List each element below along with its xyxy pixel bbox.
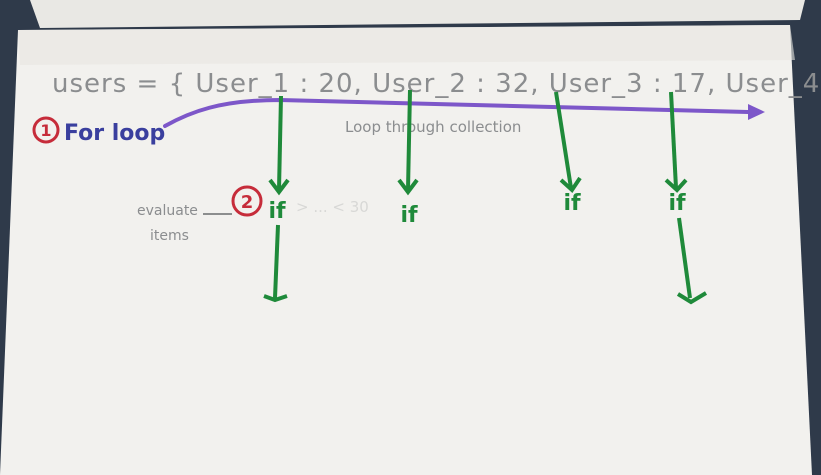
faint-condition: > ... < 30 (296, 198, 369, 216)
step2-number: 2 (241, 192, 254, 213)
evaluation-arrow-1 (263, 95, 290, 303)
if-label-2: if (400, 203, 418, 228)
paper-shadow (18, 25, 795, 65)
if-label-3: if (563, 191, 581, 216)
collection-expression: users = { User_1 : 20, User_2 : 32, User… (52, 69, 821, 99)
if-label-1: if (268, 199, 286, 224)
step1-badge: 1 (32, 116, 60, 144)
evaluation-arrow-3 (554, 91, 582, 194)
for-loop-arrow (163, 97, 765, 128)
step1-label: For loop (64, 121, 165, 146)
step1-number: 1 (40, 121, 51, 140)
evaluation-arrow-2 (397, 89, 419, 196)
items-caption: items (150, 228, 189, 244)
if-label-4: if (668, 191, 686, 216)
loop-caption: Loop through collection (345, 118, 521, 136)
step2-badge: 2 (231, 185, 263, 217)
paper-top-sheet (30, 0, 805, 28)
paper-pad (0, 25, 812, 475)
evaluate-caption: evaluate (137, 203, 198, 219)
evaluation-arrow-4 (664, 91, 708, 305)
